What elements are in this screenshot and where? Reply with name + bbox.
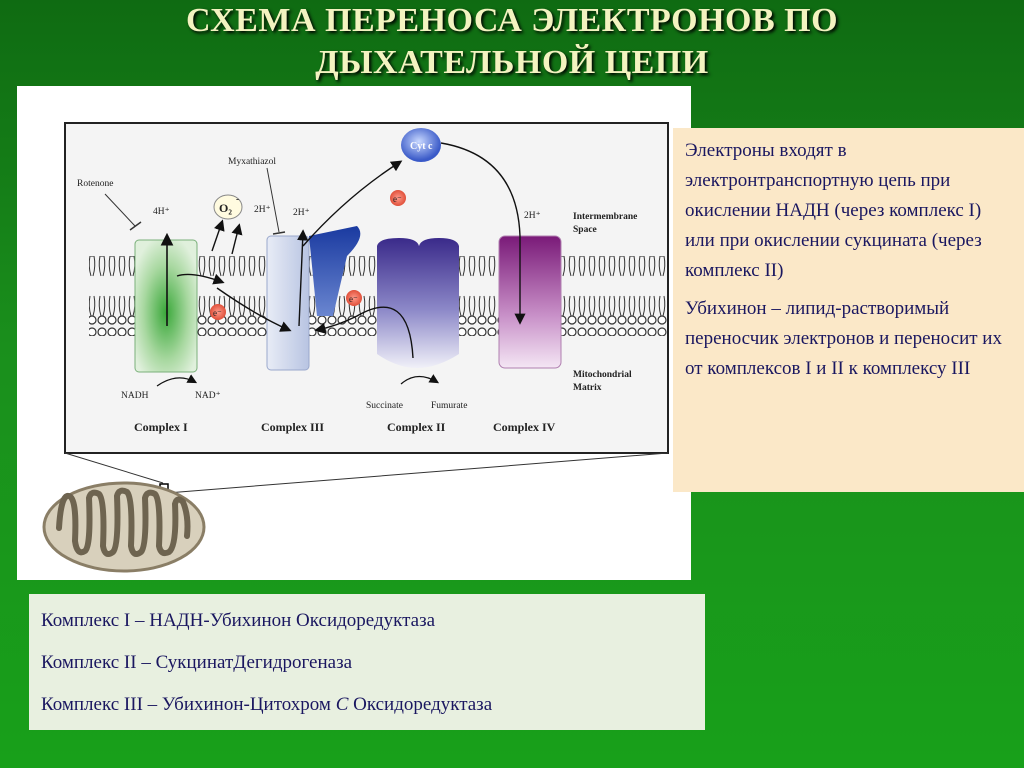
matrix-label-2: Matrix — [573, 383, 602, 393]
complex-2-label: Complex II — [387, 420, 446, 434]
complex-2-shape — [377, 238, 459, 368]
arrow-succinate — [400, 374, 440, 385]
complex-1-label: Complex I — [134, 420, 188, 434]
complex-1-shape — [134, 239, 198, 373]
myxathiazol-label: Myxathiazol — [228, 157, 276, 167]
2h-label-a: 2H⁺ — [254, 205, 271, 215]
complex-4-label: Complex IV — [493, 420, 556, 434]
electron-top — [390, 190, 406, 206]
legend-row-complex-1: Комплекс I – НАДН-Убихинон Оксидоредукта… — [41, 610, 436, 631]
arrow-nadh — [156, 374, 198, 387]
title-line-2: ДЫХАТЕЛЬНОЙ ЦЕПИ — [315, 44, 709, 81]
complex-4-shape — [498, 235, 562, 369]
complex-3-shape — [266, 235, 310, 371]
electron-mid — [346, 290, 362, 306]
o2-superscript: - — [236, 194, 239, 204]
o2-bubble — [213, 194, 243, 220]
explanation-paragraph-1: Электроны входят в электронтранспортную … — [685, 140, 982, 281]
arrow-complex2-to-complex3 — [314, 306, 414, 359]
arrow-complex1-ubiquinone — [176, 273, 225, 285]
electron-top-label: e⁻ — [393, 194, 402, 204]
intermembrane-label-2: Space — [573, 225, 597, 235]
arrow-2h-left — [231, 223, 243, 255]
rotenone-label: Rotenone — [77, 179, 113, 189]
succinate-label: Succinate — [366, 401, 403, 411]
title-line-1: СХЕМА ПЕРЕНОСА ЭЛЕКТРОНОВ ПО — [185, 2, 839, 39]
myxathiazol-block — [272, 231, 286, 235]
rotenone-block — [129, 221, 142, 231]
arrow-to-o2 — [211, 219, 225, 252]
slide-title: СХЕМА ПЕРЕНОСА ЭЛЕКТРОНОВ ПО ДЫХАТЕЛЬНОЙ… — [0, 0, 1024, 84]
legend-row-complex-2: Комплекс II – СукцинатДегидрогеназа — [41, 652, 353, 673]
diagram-panel: Cyt c e⁻ e⁻ e⁻ O₂ - Rotenone Myxathiazol… — [17, 86, 691, 580]
4h-label: 4H⁺ — [153, 207, 170, 217]
zoom-lines — [64, 452, 669, 494]
arrow-2h-right — [297, 229, 309, 327]
2h-label-b: 2H⁺ — [293, 208, 310, 218]
electron-left-label: e⁻ — [213, 308, 222, 318]
arrow-to-cyt-c — [302, 160, 403, 247]
intermembrane-label-1: Intermembrane — [573, 212, 637, 222]
explanation-box: Электроны входят в электронтранспортную … — [673, 128, 1024, 492]
legend-row-3-prefix: Комплекс III – Убихинон-Цитохром — [41, 694, 336, 715]
complexes-legend-box: Комплекс I – НАДН-Убихинон Оксидоредукта… — [29, 594, 705, 730]
cyt-c-sphere — [401, 128, 441, 162]
matrix-label-1: Mitochondrial — [573, 370, 632, 380]
myxathiazol-line — [266, 167, 280, 233]
rotenone-line — [104, 193, 136, 227]
2h-label-c: 2H⁺ — [524, 211, 541, 221]
legend-row-complex-3: Комплекс III – Убихинон-Цитохром С Оксид… — [41, 684, 693, 726]
fumurate-label: Fumurate — [431, 401, 467, 411]
nad-label: NAD⁺ — [195, 391, 221, 401]
o2-label: O₂ — [219, 201, 232, 215]
cyt-c-label: Cyt c — [410, 141, 433, 152]
nadh-label: NADH — [121, 391, 149, 401]
electron-left — [210, 304, 226, 320]
arrow-cyt-c-to-complex4 — [440, 142, 526, 325]
legend-row-3-italic: С — [335, 694, 349, 715]
electron-mid-label: e⁻ — [349, 294, 358, 304]
arrow-to-complex3 — [216, 287, 292, 332]
legend-row-3-suffix: Оксидоредуктаза — [348, 694, 493, 715]
complex-3-subunit — [309, 226, 361, 316]
explanation-paragraph-2: Убихинон – липид-растворимый переносчик … — [685, 298, 1002, 379]
complex-3-label: Complex III — [261, 420, 324, 434]
electron-transport-diagram: Cyt c e⁻ e⁻ e⁻ O₂ - Rotenone Myxathiazol… — [42, 122, 669, 573]
mitochondrion-cristae — [56, 487, 191, 557]
